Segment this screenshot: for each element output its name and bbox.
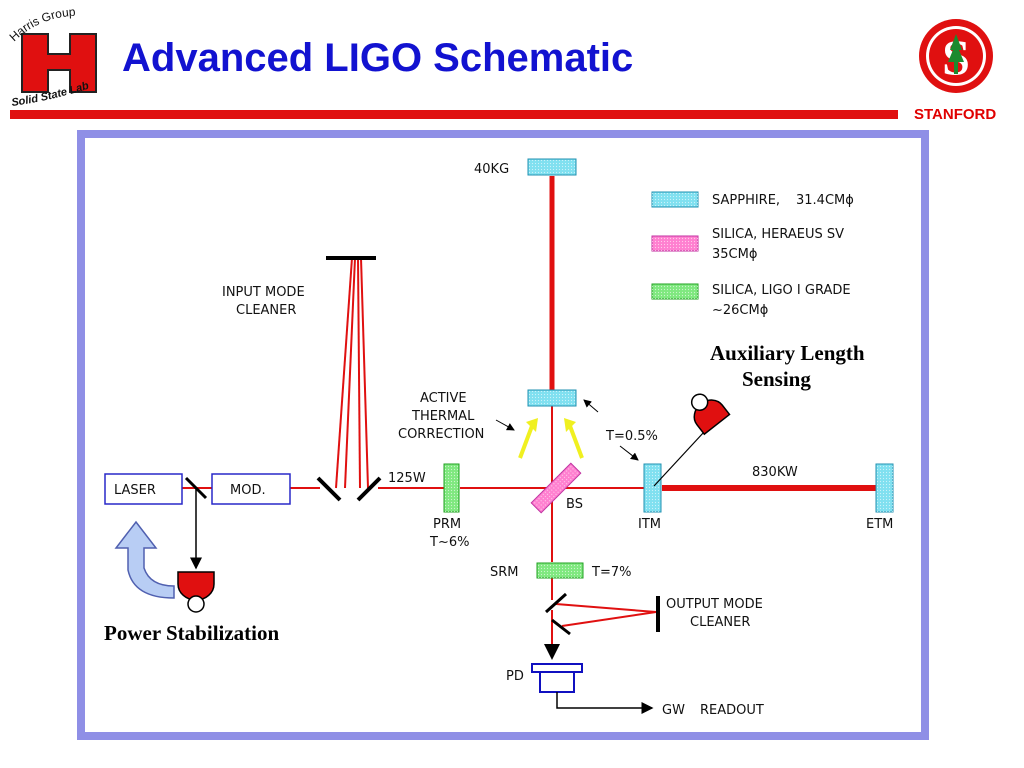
title-underline-bar xyxy=(10,110,898,119)
srm-transmission: T=7% xyxy=(591,565,631,580)
legend-sapphire-1: SAPPHIRE, xyxy=(712,193,780,208)
legend-ligo-2: ~26CMϕ xyxy=(712,303,768,318)
readout-label: READOUT xyxy=(700,703,764,718)
modulator-box xyxy=(211,473,291,505)
stanford-caption: STANFORD xyxy=(914,106,997,123)
etm-label: ETM xyxy=(866,517,893,532)
omc-label-1: OUTPUT MODE xyxy=(666,597,763,612)
itm-transmission: T=0.5% xyxy=(605,429,658,444)
itm-label: ITM xyxy=(638,517,661,532)
omc-label-2: CLEANER xyxy=(690,615,750,630)
pd-label: PD xyxy=(506,669,524,684)
legend-heraeus-2: 35CMϕ xyxy=(712,247,757,262)
atc-label-1: ACTIVE xyxy=(420,391,467,406)
thermal-arrows-icon xyxy=(518,418,584,459)
atc-label-3: CORRECTION xyxy=(398,427,484,442)
legend-sapphire-2: 31.4CMϕ xyxy=(796,193,854,208)
imc-label-2: CLEANER xyxy=(236,303,296,318)
aux-sensing-label-1: Auxiliary Length xyxy=(710,341,865,365)
mass-40kg-label: 40KG xyxy=(474,162,509,177)
laser-box xyxy=(104,473,183,505)
feedback-arrow-icon xyxy=(114,520,175,599)
gw-label: GW xyxy=(662,703,685,718)
prm-label: PRM xyxy=(433,517,461,532)
power-stabilization-label: Power Stabilization xyxy=(104,621,280,645)
aux-sensing-label-2: Sensing xyxy=(742,367,811,391)
srm-label: SRM xyxy=(490,565,519,580)
imc-right-mirror xyxy=(356,476,382,502)
power-stab-photodiode-icon xyxy=(177,571,215,613)
bs-label: BS xyxy=(566,497,583,512)
stanford-logo: S xyxy=(919,19,993,93)
prm-transmission: T~6% xyxy=(429,535,469,550)
diagram-frame xyxy=(77,130,929,740)
laser-beams xyxy=(182,176,876,660)
harris-group-logo: Harris Group Solid State Lab xyxy=(8,8,102,109)
beam-splitter xyxy=(530,462,582,514)
slide-title: Advanced LIGO Schematic xyxy=(122,36,634,80)
power-830kw-label: 830KW xyxy=(752,465,798,480)
aux-photodiode-icon xyxy=(690,393,731,436)
power-125w-label: 125W xyxy=(388,471,426,486)
atc-label-2: THERMAL xyxy=(411,409,475,424)
laser-label: LASER xyxy=(114,483,156,498)
imc-left-mirror xyxy=(316,476,342,502)
omc-mirror-2 xyxy=(551,618,571,636)
legend-heraeus-1: SILICA, HERAEUS SV xyxy=(712,227,844,242)
modulator-label: MOD. xyxy=(230,483,266,498)
imc-label-1: INPUT MODE xyxy=(222,285,305,300)
omc-mirror-1 xyxy=(544,592,568,614)
photodetector-icon xyxy=(531,663,583,693)
material-legend: SAPPHIRE, 31.4CMϕ SILICA, HERAEUS SV 35C… xyxy=(651,191,854,318)
legend-ligo-1: SILICA, LIGO I GRADE xyxy=(712,283,851,298)
